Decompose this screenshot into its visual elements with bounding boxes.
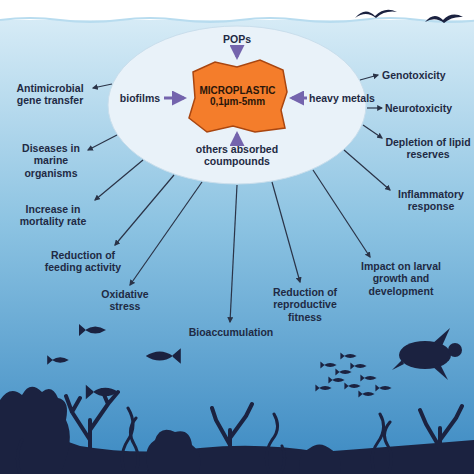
effect-arrow bbox=[363, 125, 382, 138]
fish-silhouette bbox=[315, 384, 331, 391]
effect-label: Bioaccumulation bbox=[185, 326, 277, 338]
fish-silhouette bbox=[344, 382, 360, 389]
fish-silhouette bbox=[358, 390, 374, 397]
effect-arrow bbox=[95, 160, 143, 200]
seafloor bbox=[0, 436, 474, 474]
ellipse-shape bbox=[108, 26, 366, 184]
input-arrow bbox=[164, 97, 184, 100]
effect-arrow bbox=[344, 150, 390, 190]
effect-label: Antimicrobial gene transfer bbox=[10, 82, 90, 107]
input-arrow bbox=[236, 134, 239, 142]
effect-label: Genotoxicity bbox=[382, 69, 467, 81]
fish-silhouette bbox=[350, 362, 366, 369]
effect-arrow bbox=[360, 75, 378, 80]
fish-silhouette bbox=[320, 361, 336, 368]
bird bbox=[425, 15, 463, 23]
effect-arrow bbox=[272, 182, 300, 282]
fish-silhouette bbox=[340, 352, 356, 359]
effect-label: Oxidative stress bbox=[95, 288, 155, 313]
ellipse-node: POPsbiofilmsheavy metalsothers absorbed … bbox=[107, 25, 367, 185]
seaweed bbox=[17, 408, 391, 474]
input-arrows bbox=[164, 46, 307, 142]
silhouettes bbox=[0, 10, 474, 474]
effect-arrow bbox=[230, 185, 237, 322]
input-arrow bbox=[292, 97, 307, 100]
fish-silhouette bbox=[86, 385, 118, 399]
effect-arrow bbox=[88, 135, 117, 150]
fish-silhouette bbox=[146, 348, 181, 364]
effect-arrow bbox=[367, 107, 382, 108]
microplastic-blob: MICROPLASTIC 0,1µm-5mm bbox=[185, 58, 290, 134]
source-label: POPs bbox=[207, 33, 267, 45]
input-arrow bbox=[236, 46, 239, 57]
source-label: heavy metals bbox=[309, 92, 387, 104]
coral-rock bbox=[299, 444, 341, 474]
fish-silhouette bbox=[47, 355, 69, 365]
coral-rock bbox=[146, 430, 200, 474]
effect-label: Depletion of lipid reserves bbox=[383, 136, 473, 161]
effect-label: Inflammatory response bbox=[392, 188, 470, 213]
effect-label: Reduction of reproductive fitness bbox=[262, 286, 348, 323]
effect-arrow bbox=[313, 170, 370, 257]
bird bbox=[355, 10, 397, 18]
effect-label: Reduction of feeding activity bbox=[38, 249, 128, 274]
node-title: MICROPLASTIC 0,1µm-5mm bbox=[185, 58, 290, 134]
effect-label: Impact on larval growth and development bbox=[355, 260, 447, 297]
fish-silhouette bbox=[79, 324, 106, 336]
effect-arrow bbox=[115, 175, 174, 245]
fish-silhouette bbox=[375, 384, 391, 391]
effect-label: Neurotoxicity bbox=[385, 102, 470, 114]
sea-turtle bbox=[392, 328, 462, 380]
effect-label: Increase in mortality rate bbox=[12, 203, 94, 228]
water bbox=[0, 20, 474, 474]
water-surface bbox=[0, 18, 474, 22]
source-label: others absorbed coumpounds bbox=[177, 143, 297, 167]
effect-arrow bbox=[93, 84, 112, 88]
effect-label: Diseases in marine organisms bbox=[15, 142, 87, 179]
coral-rock bbox=[0, 387, 70, 474]
fish-silhouette bbox=[335, 368, 351, 375]
effect-arrows bbox=[88, 75, 390, 322]
branch-coral bbox=[66, 390, 462, 474]
effect-arrow bbox=[130, 182, 202, 285]
fish-silhouette bbox=[328, 376, 344, 383]
fish-silhouette bbox=[360, 374, 376, 381]
source-label: biofilms bbox=[115, 92, 165, 104]
